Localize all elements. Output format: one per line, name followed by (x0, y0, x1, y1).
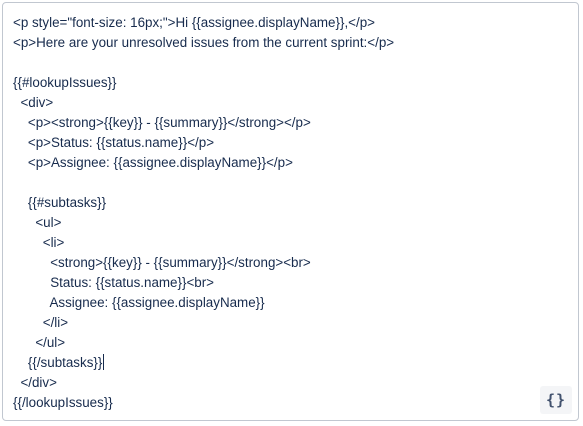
curly-braces-icon: {} (545, 390, 567, 409)
code-line-text: {{#subtasks}} (13, 195, 107, 210)
text-caret (103, 354, 105, 370)
code-line-text: Assignee: {{assignee.displayName}} (13, 295, 265, 310)
code-line-text: </div> (13, 375, 57, 390)
code-line-text: <div> (13, 95, 54, 110)
code-line: <strong>{{key}} - {{summary}}</strong><b… (13, 253, 534, 273)
code-line: {{/lookupIssues}} (13, 393, 534, 413)
code-line: <p>Here are your unresolved issues from … (13, 33, 534, 53)
code-line-text: {{/subtasks}} (13, 355, 103, 370)
code-line: </div> (13, 373, 534, 393)
code-line: <p><strong>{{key}} - {{summary}}</strong… (13, 113, 534, 133)
code-line: {{/subtasks}} (13, 353, 534, 373)
code-line-text: <p>Assignee: {{assignee.displayName}}</p… (13, 155, 293, 170)
code-line-text: Status: {{status.name}}<br> (13, 275, 214, 290)
code-line-text: <strong>{{key}} - {{summary}}</strong><b… (13, 255, 311, 270)
code-line-text: </li> (13, 315, 69, 330)
code-line-text: <p>Here are your unresolved issues from … (13, 35, 395, 50)
code-lines[interactable]: <p style="font-size: 16px;">Hi {{assigne… (13, 13, 534, 413)
code-line-text: <p>Status: {{status.name}}</p> (13, 135, 215, 150)
code-line: <li> (13, 233, 534, 253)
code-line: Status: {{status.name}}<br> (13, 273, 534, 293)
code-line: </ul> (13, 333, 534, 353)
code-line-text: <p><strong>{{key}} - {{summary}}</strong… (13, 115, 311, 130)
code-line-text: </ul> (13, 335, 66, 350)
code-line: <ul> (13, 213, 534, 233)
code-line-text: <ul> (13, 215, 62, 230)
format-code-button[interactable]: {} (540, 386, 572, 414)
code-line-text: <li> (13, 235, 65, 250)
code-line (13, 173, 534, 193)
code-line (13, 53, 534, 73)
code-line: <div> (13, 93, 534, 113)
code-line: {{#lookupIssues}} (13, 73, 534, 93)
code-line: {{#subtasks}} (13, 193, 534, 213)
code-line-text: <p style="font-size: 16px;">Hi {{assigne… (13, 15, 375, 30)
code-line: Assignee: {{assignee.displayName}} (13, 293, 534, 313)
code-line: <p>Status: {{status.name}}</p> (13, 133, 534, 153)
code-editor[interactable]: <p style="font-size: 16px;">Hi {{assigne… (2, 2, 579, 421)
code-line-text: {{/lookupIssues}} (13, 395, 113, 410)
code-line: <p style="font-size: 16px;">Hi {{assigne… (13, 13, 534, 33)
code-line: <p>Assignee: {{assignee.displayName}}</p… (13, 153, 534, 173)
code-line-text: {{#lookupIssues}} (13, 75, 117, 90)
code-line: </li> (13, 313, 534, 333)
